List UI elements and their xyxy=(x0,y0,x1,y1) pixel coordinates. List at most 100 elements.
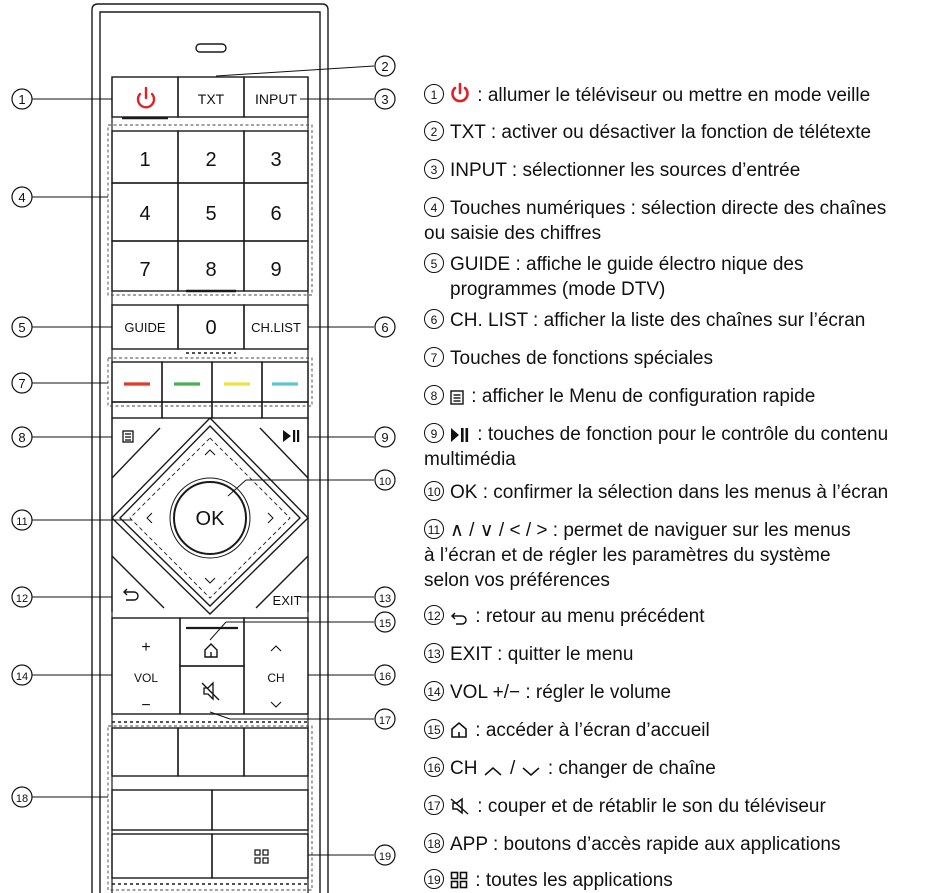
play-pause-icon xyxy=(450,427,470,443)
vol-plus-label: + xyxy=(141,639,150,656)
input-label: INPUT xyxy=(255,91,297,107)
app-button-1[interactable] xyxy=(111,727,179,777)
yellow-key[interactable] xyxy=(211,361,263,403)
app-button-6[interactable] xyxy=(111,833,213,879)
vol-minus-label: − xyxy=(141,697,150,714)
key-6-label: 6 xyxy=(270,203,281,225)
play-pause-icon xyxy=(283,430,300,442)
ch-label: CH xyxy=(267,671,284,685)
ch-up-icon xyxy=(483,765,503,777)
callout-16: 16 xyxy=(379,671,391,683)
callout-5: 5 xyxy=(18,320,25,335)
power-icon xyxy=(450,82,470,104)
button-panel-sides xyxy=(111,77,309,893)
key-8-label: 8 xyxy=(205,259,216,281)
home-icon xyxy=(450,721,468,739)
app-button-4[interactable] xyxy=(111,789,213,831)
callout-18: 18 xyxy=(16,793,28,805)
up-arrow-icon xyxy=(204,449,216,456)
ch-down-icon xyxy=(521,765,541,777)
key-1-label: 1 xyxy=(139,149,150,171)
power-icon xyxy=(136,86,156,109)
remote-diagram: TXT INPUT 1 2 3 4 5 6 7 8 9 GUIDE 0 CH.L… xyxy=(11,3,396,893)
numeric-group-box xyxy=(107,124,313,296)
back-button[interactable] xyxy=(111,555,165,609)
home-button[interactable] xyxy=(179,617,245,667)
app-button-5[interactable] xyxy=(211,789,309,831)
key-9-label: 9 xyxy=(270,259,281,281)
back-icon xyxy=(450,611,468,625)
play-pause-button[interactable] xyxy=(259,427,309,479)
vol-label: VOL xyxy=(134,671,158,685)
callout-7: 7 xyxy=(18,376,25,391)
callout-6: 6 xyxy=(381,320,388,335)
key-9[interactable] xyxy=(243,240,309,292)
app-button-3[interactable] xyxy=(243,727,309,777)
color-group-box xyxy=(107,357,313,407)
chlist-label: CH.LIST xyxy=(251,320,301,335)
key-2-label: 2 xyxy=(205,149,216,171)
exit-label: EXIT xyxy=(273,593,302,608)
color-key-base-4 xyxy=(261,401,309,419)
desc-1: 1 : allumer le téléviseur ou mettre en m… xyxy=(424,82,870,108)
ok-button[interactable] xyxy=(173,481,247,555)
callout-12: 12 xyxy=(16,593,28,605)
color-key-base-2 xyxy=(161,401,213,419)
callout-15: 15 xyxy=(379,618,391,630)
right-arrow-icon xyxy=(267,512,274,524)
desc-11: 11∧ / ∨ / < / > : permet de naviguer sur… xyxy=(424,519,851,591)
mute-button[interactable] xyxy=(179,665,245,715)
desc-15: 15 : accéder à l’écran d’accueil xyxy=(424,718,710,743)
txt-label: TXT xyxy=(198,91,225,107)
all-apps-button[interactable] xyxy=(211,833,309,879)
menu-icon xyxy=(122,430,134,443)
ok-label: OK xyxy=(196,508,226,530)
callout-8: 8 xyxy=(18,430,25,445)
mute-icon xyxy=(450,797,470,815)
menu-icon xyxy=(450,389,464,405)
remote-body-inner xyxy=(99,11,321,893)
app-button-2[interactable] xyxy=(177,727,245,777)
ir-window xyxy=(195,43,227,53)
ch-rocker[interactable] xyxy=(243,617,309,715)
green-key[interactable] xyxy=(161,361,213,403)
back-icon xyxy=(123,588,139,601)
ch-down-icon xyxy=(270,701,282,708)
callout-19: 19 xyxy=(379,851,391,863)
key-5-label: 5 xyxy=(205,203,216,225)
dpad[interactable] xyxy=(111,416,309,615)
down-arrow-icon xyxy=(204,577,216,584)
red-key[interactable] xyxy=(111,361,163,403)
key-3-label: 3 xyxy=(270,149,281,171)
callout-10: 10 xyxy=(379,476,391,488)
callout-1: 1 xyxy=(18,92,25,107)
desc-9: 9 : touches de fonction pour le contrôle… xyxy=(424,423,889,470)
key-7-label: 7 xyxy=(139,259,150,281)
color-key-base-1 xyxy=(111,401,163,419)
cyan-key[interactable] xyxy=(261,361,309,403)
callout-17: 17 xyxy=(379,715,391,727)
input-button[interactable] xyxy=(243,76,309,118)
apps-icon xyxy=(254,849,269,864)
mute-icon xyxy=(201,681,220,701)
menu-button[interactable] xyxy=(111,427,161,479)
exit-button[interactable] xyxy=(255,555,309,609)
guide-label: GUIDE xyxy=(124,320,166,335)
key-0-label: 0 xyxy=(205,317,216,339)
callout-11: 11 xyxy=(16,516,27,528)
callout-3: 3 xyxy=(381,92,388,107)
callout-14: 14 xyxy=(16,671,28,683)
callout-13: 13 xyxy=(379,593,391,605)
left-arrow-icon xyxy=(146,512,153,524)
